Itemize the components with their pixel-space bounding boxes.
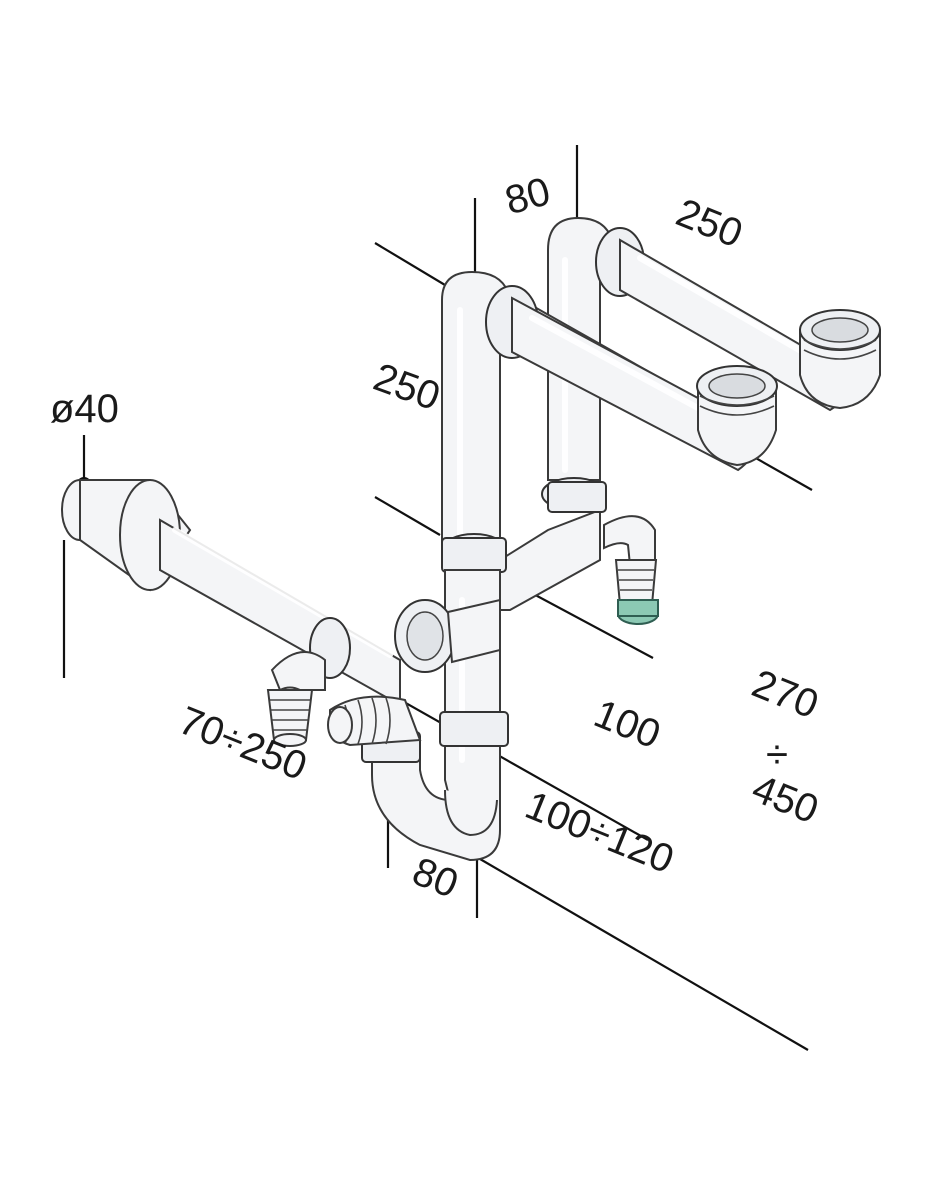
dim-right-arm-length: 250 xyxy=(670,191,748,257)
dim-mid-height: 100 xyxy=(588,692,666,758)
dim-total-height-sep: ÷ xyxy=(766,733,788,777)
rear-inlet-arm xyxy=(547,216,881,481)
cross-connector xyxy=(441,477,607,611)
dim-bottom-offset: 80 xyxy=(406,849,464,906)
dimension-lines xyxy=(62,145,813,1051)
dim-top-offset: 80 xyxy=(501,169,555,223)
dim-vertical-left: 250 xyxy=(368,355,446,419)
dim-total-height-top: 270 xyxy=(746,662,824,728)
dim-total-height-bottom: 450 xyxy=(746,767,824,833)
lower-spigots xyxy=(266,651,422,747)
cleanout-cap xyxy=(394,598,501,673)
outlet-pipe xyxy=(61,479,401,707)
side-spigot xyxy=(603,515,659,625)
front-inlet-arm xyxy=(441,270,778,561)
dim-trap-range: 100÷120 xyxy=(519,783,680,882)
dim-diameter: ø40 xyxy=(50,387,119,431)
